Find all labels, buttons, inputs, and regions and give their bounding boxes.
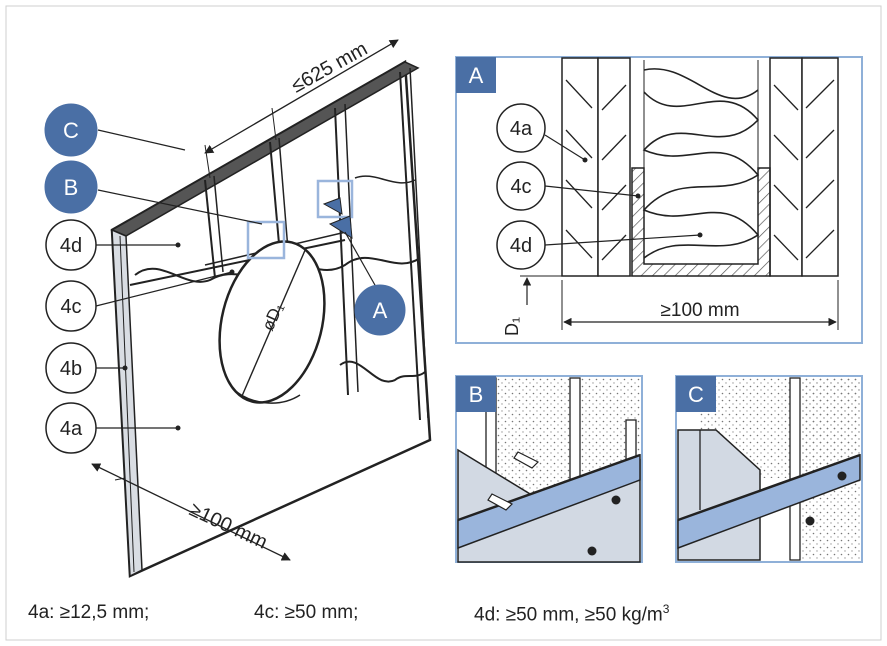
svg-text:4d: 4d: [510, 235, 532, 257]
legend-4d-text: 4d: ≥50 mm, ≥50 kg/m: [474, 604, 663, 626]
svg-text:4d: 4d: [60, 235, 82, 257]
bracket-a: [328, 215, 353, 239]
svg-text:4a: 4a: [510, 118, 533, 140]
svg-text:4a: 4a: [60, 418, 83, 440]
detail-a-callout-4d: 4d: [496, 220, 546, 270]
main-wall-view: øD₁ ≤625 mm ≥100 mm C: [44, 38, 432, 578]
stud-1: [204, 179, 216, 279]
legend-4a: 4a: ≥12,5 mm;: [28, 602, 150, 623]
detail-b-panel: B: [455, 375, 643, 563]
detail-b-screw-1: [513, 451, 540, 469]
diameter-line: [241, 247, 307, 397]
detail-a-panel: A 4a 4c: [455, 56, 863, 344]
detail-box-c: [316, 179, 354, 219]
detail-c-panel: C: [675, 375, 863, 563]
detail-c-hole-1: [837, 471, 847, 481]
svg-text:4c: 4c: [510, 176, 531, 198]
dim-bottom-line: [91, 463, 291, 561]
detail-a-board-right-inner: [769, 57, 803, 277]
detail-a-tag-label: A: [469, 63, 484, 88]
detail-a-tag: [456, 57, 496, 93]
svg-text:4b: 4b: [60, 358, 82, 380]
detail-b-tag-label: B: [469, 382, 484, 407]
stud-2: [269, 141, 281, 256]
detail-a-d1-label: D₁: [502, 317, 522, 336]
detail-b-hole-1: [611, 495, 621, 505]
stud-4: [399, 71, 421, 421]
detail-a-board-left-inner: [597, 57, 631, 277]
detail-a-callout-4c: 4c: [496, 161, 546, 211]
callout-4c: 4c: [45, 280, 97, 332]
circular-opening: [218, 240, 326, 404]
legend-4d: 4d: ≥50 mm, ≥50 kg/m3: [474, 602, 669, 626]
callout-4d: 4d: [45, 219, 97, 271]
detail-box-b: [246, 220, 286, 260]
detail-c-stud: [789, 377, 801, 561]
cross-rail: [129, 239, 346, 286]
detail-b-tag: [456, 376, 496, 412]
svg-text:4c: 4c: [60, 296, 81, 318]
detail-a-callout-4a: 4a: [496, 103, 546, 153]
svg-text:B: B: [64, 175, 79, 200]
legend: 4a: ≥12,5 mm; 4c: ≥50 mm; 4d: ≥50 mm, ≥5…: [0, 596, 887, 636]
legend-4d-sup: 3: [662, 602, 670, 616]
detail-c-tag-label: C: [688, 382, 704, 407]
outer-frame: [5, 5, 882, 641]
detail-b-hole-2: [587, 546, 597, 556]
callout-4b: 4b: [45, 342, 97, 394]
insulation-wave-lower: [339, 360, 426, 383]
callout-a: A: [354, 284, 406, 336]
detail-b-screw-2: [487, 493, 514, 511]
detail-c-hole-2: [805, 516, 815, 526]
detail-c-tag: [676, 376, 716, 412]
dim-top-line: [204, 39, 399, 154]
callout-c: C: [44, 103, 98, 157]
callout-b: B: [44, 160, 98, 214]
legend-4c: 4c: ≥50 mm;: [254, 602, 359, 623]
svg-text:A: A: [373, 298, 388, 323]
svg-text:C: C: [63, 118, 79, 143]
callout-4a: 4a: [45, 402, 97, 454]
detail-a-dim-label: ≥100 mm: [660, 300, 739, 321]
stud-3: [334, 107, 349, 396]
